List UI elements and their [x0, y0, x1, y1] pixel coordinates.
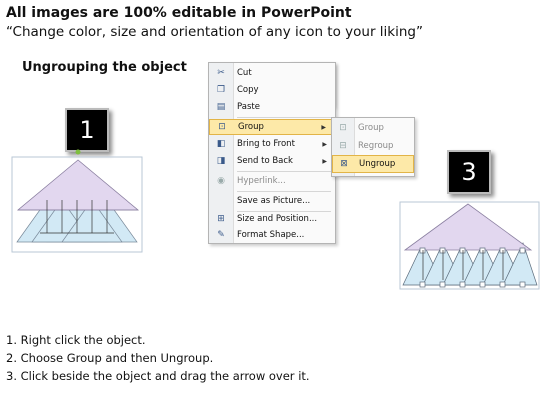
send-back-icon: ◨ [216, 156, 226, 166]
step-badge-3: 3 [447, 150, 491, 194]
menu-item-label: Format Shape... [237, 230, 305, 240]
submenu-arrow-icon: ▶ [321, 123, 326, 131]
header-title: All images are 100% editable in PowerPoi… [6, 5, 352, 21]
submenu-item-label: Group [358, 123, 384, 133]
submenu-item-regroup[interactable]: ⊟ Regroup [332, 137, 414, 155]
menu-item-label: Group [238, 122, 264, 132]
menu-item-send-to-back[interactable]: ◨ Send to Back ▶ [209, 153, 335, 169]
step-item: 3. Click beside the object and drag the … [6, 369, 310, 383]
menu-item-cut[interactable]: ✂ Cut [209, 65, 335, 81]
menu-item-label: Send to Back [237, 156, 293, 166]
menu-item-label: Copy [237, 85, 259, 95]
group-submenu: ⊡ Group ⊟ Regroup ⊠ Ungroup [331, 117, 415, 177]
size-position-icon: ⊞ [217, 214, 225, 224]
menu-item-size-and-position[interactable]: ⊞ Size and Position... [209, 211, 335, 227]
menu-item-label: Save as Picture... [237, 196, 311, 206]
menu-item-label: Bring to Front [237, 139, 295, 149]
menu-item-label: Cut [237, 68, 252, 78]
menu-item-copy[interactable]: ❐ Copy [209, 82, 335, 98]
menu-item-label: Size and Position... [237, 214, 318, 224]
menu-item-hyperlink[interactable]: ◉ Hyperlink... [209, 173, 335, 189]
submenu-item-group[interactable]: ⊡ Group [332, 119, 414, 137]
menu-item-group[interactable]: ⊡ Group ▶ [209, 119, 335, 135]
group-icon: ⊡ [218, 122, 226, 132]
copy-icon: ❐ [216, 85, 226, 95]
ungroup-icon: ⊠ [340, 159, 348, 169]
hyperlink-icon: ◉ [217, 176, 225, 186]
submenu-arrow-icon: ▶ [322, 157, 327, 165]
scissors-icon: ✂ [217, 68, 225, 78]
submenu-item-label: Ungroup [359, 159, 396, 169]
submenu-item-ungroup[interactable]: ⊠ Ungroup [332, 155, 414, 173]
menu-item-label: Hyperlink... [237, 176, 286, 186]
step-item: 2. Choose Group and then Ungroup. [6, 351, 214, 365]
section-title: Ungrouping the object [22, 60, 187, 75]
bring-front-icon: ◧ [216, 139, 226, 149]
step-item: 1. Right click the object. [6, 333, 146, 347]
menu-item-label: Paste [237, 102, 260, 112]
instruction-steps: 1. Right click the object. 2. Choose Gro… [6, 331, 310, 385]
regroup-icon: ⊟ [339, 141, 347, 151]
submenu-arrow-icon: ▶ [322, 140, 327, 148]
context-menu: ✂ Cut ❐ Copy ▤ Paste ⊡ Group ▶ ◧ Bring t… [208, 62, 336, 244]
submenu-item-label: Regroup [358, 141, 394, 151]
menu-item-save-as-picture[interactable]: Save as Picture... [209, 193, 335, 209]
menu-item-bring-to-front[interactable]: ◧ Bring to Front ▶ [209, 136, 335, 152]
header-subtitle: “Change color, size and orientation of a… [6, 24, 423, 40]
menu-item-paste[interactable]: ▤ Paste [209, 99, 335, 115]
format-shape-icon: ✎ [217, 230, 225, 240]
step-badge-1: 1 [65, 108, 109, 152]
menu-item-format-shape[interactable]: ✎ Format Shape... [209, 227, 335, 243]
paste-icon: ▤ [216, 102, 226, 112]
group-icon: ⊡ [339, 123, 347, 133]
